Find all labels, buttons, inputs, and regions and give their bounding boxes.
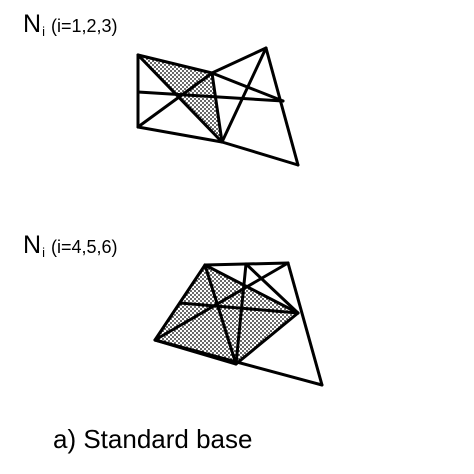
basis-symbol: N — [23, 231, 42, 259]
basis-subscript: i — [42, 245, 45, 260]
basis-subscript: i — [42, 24, 45, 39]
top-edge — [264, 46, 300, 167]
bottom-inner-edge — [234, 262, 248, 366]
figure-caption: a) Standard base — [53, 424, 253, 454]
bottom-inner-edge — [153, 338, 238, 366]
bottom-edge — [286, 261, 324, 387]
bottom-inner-edge — [153, 261, 290, 342]
top-inner-edge — [136, 71, 214, 129]
index-range: (i=1,2,3) — [50, 16, 118, 36]
top-inner-edge — [136, 90, 285, 103]
bottom-support-region — [155, 265, 298, 364]
top-edge — [210, 46, 268, 75]
top-edge — [136, 53, 214, 75]
bottom-inner-edge — [203, 263, 300, 315]
top-diagram-label: Ni (i=1,2,3) — [23, 10, 118, 39]
bottom-diagram-label: Ni (i=4,5,6) — [23, 231, 118, 260]
top-inner-edge — [210, 71, 224, 144]
top-mesh — [136, 46, 300, 167]
bottom-inner-edge — [244, 262, 300, 315]
top-inner-edge — [220, 46, 268, 144]
top-inner-edge — [136, 53, 224, 144]
basis-symbol: N — [23, 10, 42, 38]
index-range: (i=4,5,6) — [50, 237, 118, 257]
bottom-inner-edge — [178, 301, 300, 315]
bottom-mesh — [153, 261, 324, 387]
bottom-inner-edge — [203, 263, 238, 366]
bottom-inner-edge — [234, 311, 300, 366]
top-shaded-triangle-b — [184, 73, 222, 142]
top-edge — [136, 125, 224, 144]
top-edge — [220, 140, 300, 167]
